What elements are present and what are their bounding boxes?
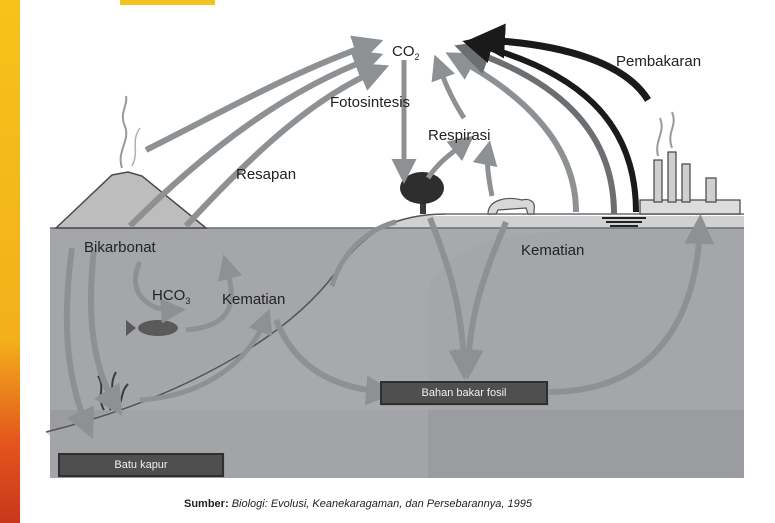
- box-batu-kapur: Batu kapur: [58, 453, 224, 477]
- label-resapan: Resapan: [236, 167, 296, 182]
- animal-shape: [488, 199, 534, 214]
- label-co2: CO2: [392, 44, 420, 62]
- diagram-drawing: [36, 0, 748, 523]
- volcano-smoke: [121, 96, 127, 168]
- source-caption: Sumber: Biologi: Evolusi, Keanekaragaman…: [184, 498, 532, 510]
- slide-accent-band: [0, 0, 20, 523]
- label-co2-subscript: 2: [415, 52, 420, 62]
- source-prefix: Sumber:: [184, 498, 229, 510]
- arrow-tree-respirasi: [428, 142, 466, 178]
- label-kematian-land: Kematian: [521, 243, 584, 258]
- label-co2-text: CO: [392, 43, 415, 60]
- source-text: Biologi: Evolusi, Keanekaragaman, dan Pe…: [232, 498, 532, 510]
- label-hco3: HCO3: [152, 288, 190, 306]
- arrow-respirasi-co2: [438, 64, 464, 118]
- label-hco3-subscript: 3: [185, 296, 190, 306]
- volcano-smoke-2: [132, 128, 140, 166]
- volcano: [56, 172, 206, 228]
- label-respirasi: Respirasi: [428, 128, 491, 143]
- arrow-animal-respirasi: [487, 150, 492, 196]
- label-hco3-text: HCO: [152, 287, 185, 304]
- label-fotosintesis: Fotosintesis: [330, 95, 410, 110]
- carbon-cycle-diagram: CO2 Pembakaran Fotosintesis Respirasi Re…: [36, 0, 748, 523]
- factory: [640, 112, 740, 214]
- label-kematian-sea: Kematian: [222, 292, 285, 307]
- label-bikarbonat: Bikarbonat: [84, 240, 156, 255]
- tree-crown: [400, 172, 444, 204]
- label-pembakaran: Pembakaran: [616, 54, 701, 69]
- box-bahan-bakar-fosil: Bahan bakar fosil: [380, 381, 548, 405]
